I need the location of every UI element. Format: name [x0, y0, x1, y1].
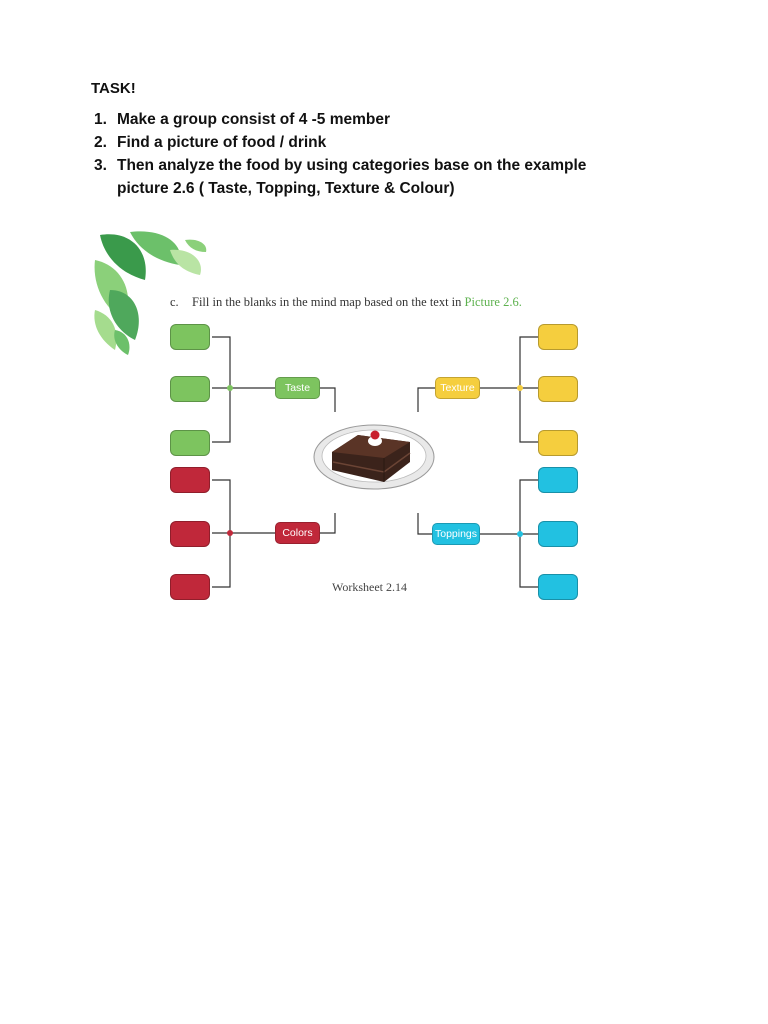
list-item: 3. Then analyze the food by using catego… — [94, 154, 614, 200]
item-text: Then analyze the food by using categorie… — [117, 154, 614, 200]
worksheet-image: c.Fill in the blanks in the mind map bas… — [90, 230, 590, 610]
texture-blank-2[interactable] — [538, 376, 578, 402]
item-text: Find a picture of food / drink — [117, 131, 614, 154]
category-colors: Colors — [275, 522, 320, 544]
taste-blank-2[interactable] — [170, 376, 210, 402]
category-texture: Texture — [435, 377, 480, 399]
texture-blank-3[interactable] — [538, 430, 578, 456]
toppings-blank-3[interactable] — [538, 574, 578, 600]
item-number: 2. — [94, 131, 117, 154]
instruction-letter: c. — [170, 295, 192, 310]
cake-illustration — [314, 425, 434, 489]
category-toppings: Toppings — [432, 523, 480, 545]
list-item: 2. Find a picture of food / drink — [94, 131, 614, 154]
worksheet-caption: Worksheet 2.14 — [332, 580, 407, 595]
picture-reference: Picture 2.6. — [465, 295, 522, 309]
task-title: TASK! — [91, 80, 136, 97]
list-item: 1. Make a group consist of 4 -5 member — [94, 108, 614, 131]
texture-blank-1[interactable] — [538, 324, 578, 350]
colors-blank-1[interactable] — [170, 467, 210, 493]
category-taste: Taste — [275, 377, 320, 399]
toppings-blank-1[interactable] — [538, 467, 578, 493]
toppings-blank-2[interactable] — [538, 521, 578, 547]
instruction-body: Fill in the blanks in the mind map based… — [192, 295, 465, 309]
item-number: 1. — [94, 108, 117, 131]
mind-map-connectors — [90, 230, 590, 610]
item-number: 3. — [94, 154, 117, 200]
colors-blank-2[interactable] — [170, 521, 210, 547]
taste-blank-1[interactable] — [170, 324, 210, 350]
instruction-text: c.Fill in the blanks in the mind map bas… — [170, 295, 522, 310]
taste-blank-3[interactable] — [170, 430, 210, 456]
colors-blank-3[interactable] — [170, 574, 210, 600]
task-list: 1. Make a group consist of 4 -5 member 2… — [94, 108, 614, 200]
item-text: Make a group consist of 4 -5 member — [117, 108, 614, 131]
